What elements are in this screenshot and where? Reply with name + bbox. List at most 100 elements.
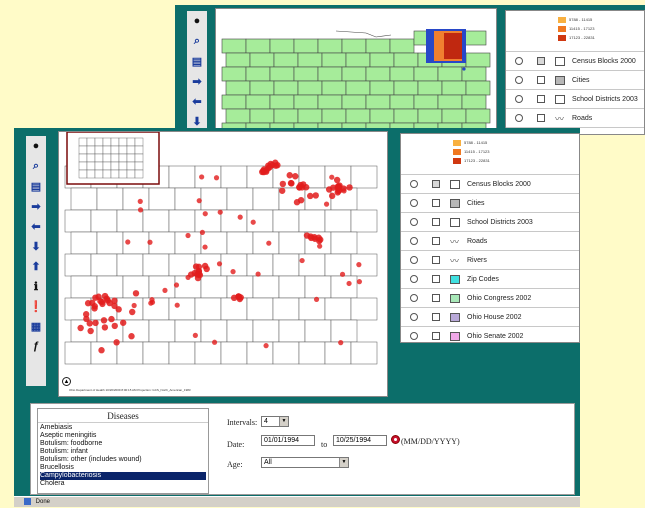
info-icon[interactable]: ℹ [33,280,39,293]
date-from-input[interactable]: 01/01/1994 [261,435,315,446]
intervals-select[interactable]: 4 ▼ [261,416,289,427]
arrow-left-icon[interactable]: ⬅ [31,220,41,233]
layer-row: 〰Roads [506,108,644,127]
arrow-right-icon[interactable]: ➡ [192,75,202,88]
legend-entry: 5788 - 11415 [558,15,644,24]
alert-icon[interactable]: ❗ [29,300,43,313]
case-dot [113,339,120,346]
layer-active-radio[interactable] [410,180,418,188]
legend-label: 11415 - 17123 [569,26,595,31]
date-info-icon[interactable] [391,435,400,444]
case-dot [266,240,272,246]
county [226,187,254,211]
arrow-left-icon[interactable]: ⬅ [192,95,202,108]
list-item[interactable]: Cholera [40,480,65,487]
print-icon[interactable]: ▤ [30,180,42,193]
layer-visible-checkbox[interactable] [432,218,440,226]
case-dot [111,297,118,304]
layer-visible-checkbox[interactable] [432,256,440,264]
county [246,209,274,233]
layer-active-radio[interactable] [515,76,523,84]
layer-active-radio[interactable] [410,275,418,283]
front-map[interactable]: Ohio Department of Health 10/20/2009 8:0… [58,131,388,397]
chevron-down-icon[interactable]: ▼ [339,458,348,467]
zoom-icon[interactable]: ⌕ [32,159,40,172]
arrow-down-icon[interactable]: ⬇ [192,115,202,128]
list-item[interactable]: Amebiasis [40,424,73,431]
layer-visible-checkbox[interactable] [432,180,440,188]
county [278,275,306,299]
arrow-right-icon[interactable]: ➡ [31,200,41,213]
layer-visible-checkbox[interactable] [537,57,545,65]
county [330,275,358,299]
county [324,297,352,321]
case-dot [307,233,314,240]
layer-visible-checkbox[interactable] [537,76,545,84]
layer-visible-checkbox[interactable] [432,294,440,302]
layer-visible-checkbox[interactable] [537,114,545,122]
county [200,319,228,343]
layer-active-radio[interactable] [515,57,523,65]
layer-active-radio[interactable] [515,114,523,122]
layer-active-radio[interactable] [515,95,523,103]
date-to-input[interactable]: 10/25/1994 [333,435,387,446]
case-dot [173,282,180,288]
layer-visible-checkbox[interactable] [432,332,440,340]
county [252,231,280,255]
layer-active-radio[interactable] [410,218,418,226]
arrow-down-icon[interactable]: ⬇ [31,240,41,253]
layer-active-radio[interactable] [410,332,418,340]
back-map[interactable] [215,8,497,135]
county [70,187,98,211]
list-item[interactable]: Botulism: infant [40,448,88,455]
county [168,209,196,233]
county [122,319,150,343]
case-dot [97,297,104,305]
function-icon[interactable]: ƒ [32,340,40,352]
ohio-case-dot-map [64,132,378,365]
layer-active-radio[interactable] [410,237,418,245]
county [148,319,176,343]
layer-visible-checkbox[interactable] [432,313,440,321]
county [465,52,491,68]
county [317,38,343,54]
line-symbol-icon: 〰 [555,113,565,124]
county [298,209,326,233]
list-item[interactable]: Campylobacteriosis [40,472,206,480]
layer-active-radio[interactable] [410,294,418,302]
layer-visible-checkbox[interactable] [432,275,440,283]
layer-visible-checkbox[interactable] [537,95,545,103]
county [148,275,176,299]
layer-active-radio[interactable] [410,313,418,321]
county [321,80,347,96]
zoom-icon[interactable]: ⌕ [193,34,201,47]
county [278,231,306,255]
globe-icon[interactable]: ● [193,15,201,27]
layer-visible-checkbox[interactable] [432,237,440,245]
chevron-down-icon[interactable]: ▼ [279,417,288,426]
list-item[interactable]: Botulism: other (includes wound) [40,456,142,463]
county [90,341,118,365]
list-item[interactable]: Aseptic meningitis [40,432,97,439]
legend-entry: 17123 - 22831 [558,33,644,42]
layer-row: Cities [401,193,579,212]
back-window: ● ⌕ ▤ ➡ ⬅ ⬇ 5788 - 11415 11415 - 17123 17123 - … [175,5,645,135]
case-dot [333,176,341,184]
layer-visible-checkbox[interactable] [432,199,440,207]
layer-active-radio[interactable] [410,199,418,207]
list-item[interactable]: Botulism: foodborne [40,440,103,447]
layer-swatch [450,198,460,208]
list-item[interactable]: Brucellosis [40,464,74,471]
layers-icon[interactable]: ▦ [30,320,42,333]
layer-active-radio[interactable] [410,256,418,264]
print-icon[interactable]: ▤ [191,55,203,68]
globe-icon[interactable]: ● [32,140,40,152]
county [64,253,92,277]
date-label: Date: [227,440,245,449]
age-select[interactable]: All ▼ [261,457,349,468]
arrow-up-icon[interactable]: ⬆ [31,260,41,273]
